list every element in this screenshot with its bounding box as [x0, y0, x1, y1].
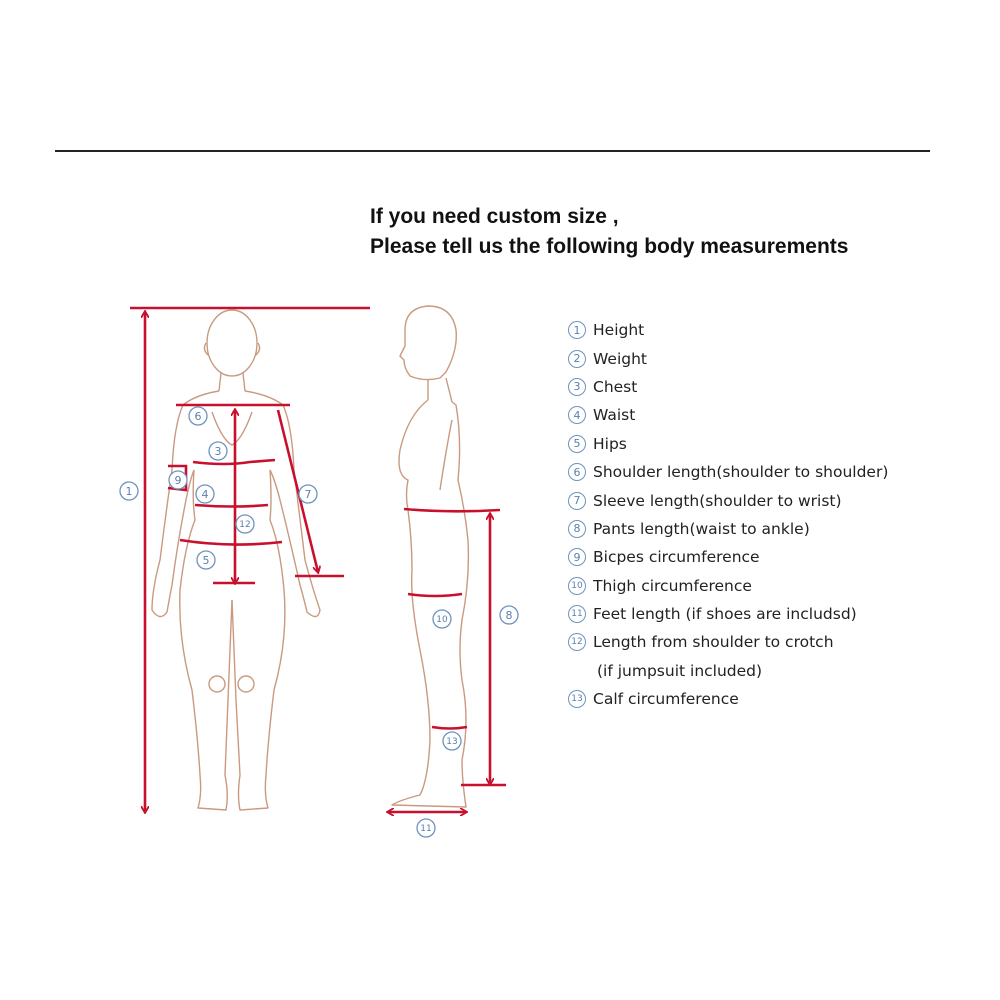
legend-item: 1 Height — [568, 316, 888, 344]
marker-11: 11 — [416, 818, 436, 838]
legend-item-continuation: (if jumpsuit included) — [568, 657, 888, 685]
legend-number: 5 — [568, 434, 586, 453]
top-divider — [55, 150, 930, 152]
marker-10-label: 10 — [436, 615, 448, 625]
legend-label: Length from shoulder to crotch — [593, 633, 834, 652]
legend-label: Pants length(waist to ankle) — [593, 519, 810, 538]
legend-label: Feet length (if shoes are includsd) — [593, 605, 857, 624]
legend-item: 2 Weight — [568, 344, 888, 372]
side-figure — [391, 305, 470, 808]
legend-number: 2 — [568, 349, 586, 368]
marker-10: 10 — [432, 609, 452, 629]
marker-11-label: 11 — [420, 824, 431, 834]
legend-number: 8 — [568, 519, 586, 538]
legend-label: Calf circumference — [593, 690, 739, 709]
marker-1-label: 1 — [126, 485, 133, 498]
legend-label: Weight — [593, 349, 648, 368]
marker-12: 12 — [235, 514, 255, 534]
marker-8: 8 — [499, 605, 519, 625]
heading-line-2: Please tell us the following body measur… — [370, 235, 849, 258]
marker-1: 1 — [119, 481, 139, 501]
legend-label: Hips — [593, 434, 627, 453]
legend-number: 11 — [568, 605, 586, 624]
legend-item: 12 Length from shoulder to crotch — [568, 628, 888, 656]
marker-13-label: 13 — [446, 737, 457, 747]
legend-number: 7 — [568, 491, 586, 510]
marker-9-label: 9 — [175, 474, 182, 487]
marker-5-label: 5 — [203, 554, 210, 567]
legend-item: 5 Hips — [568, 430, 888, 458]
heading-line-1: If you need custom size , — [370, 205, 619, 228]
legend-item: 8 Pants length(waist to ankle) — [568, 515, 888, 543]
legend-item: 10 Thigh circumference — [568, 572, 888, 600]
marker-12-label: 12 — [239, 520, 250, 530]
marker-13: 13 — [442, 731, 462, 751]
legend-item: 6 Shoulder length(shoulder to shoulder) — [568, 458, 888, 486]
marker-4: 4 — [195, 484, 215, 504]
marker-7-label: 7 — [305, 488, 312, 501]
legend-label: Chest — [593, 377, 638, 396]
measurement-legend: 1 Height 2 Weight 3 Chest 4 Waist 5 Hips… — [568, 316, 888, 713]
marker-6: 6 — [188, 406, 208, 426]
legend-number: 10 — [568, 576, 586, 595]
legend-label: Shoulder length(shoulder to shoulder) — [593, 463, 889, 482]
legend-item: 3 Chest — [568, 373, 888, 401]
marker-3: 3 — [208, 441, 228, 461]
legend-number: 6 — [568, 463, 586, 482]
marker-4-label: 4 — [202, 488, 209, 501]
marker-8-label: 8 — [506, 609, 513, 622]
legend-item: 7 Sleeve length(shoulder to wrist) — [568, 486, 888, 514]
legend-item: 4 Waist — [568, 401, 888, 429]
legend-label: Sleeve length(shoulder to wrist) — [593, 491, 842, 510]
heading: If you need custom size , Please tell us… — [370, 202, 848, 262]
marker-5: 5 — [196, 550, 216, 570]
legend-label: Bicpes circumference — [593, 548, 760, 567]
marker-6-label: 6 — [195, 410, 202, 423]
legend-label: (if jumpsuit included) — [597, 661, 763, 680]
legend-number: 12 — [568, 633, 586, 652]
legend-number: 1 — [568, 321, 586, 340]
marker-9: 9 — [168, 470, 188, 490]
legend-item: 9 Bicpes circumference — [568, 543, 888, 571]
legend-number: 13 — [568, 690, 586, 709]
legend-number: 4 — [568, 406, 586, 425]
legend-item: 13 Calf circumference — [568, 685, 888, 713]
legend-label: Height — [593, 321, 645, 340]
marker-7: 7 — [298, 484, 318, 504]
legend-label: Waist — [593, 406, 636, 425]
legend-number: 3 — [568, 377, 586, 396]
legend-number: 9 — [568, 548, 586, 567]
marker-3-label: 3 — [215, 445, 222, 458]
legend-item: 11 Feet length (if shoes are includsd) — [568, 600, 888, 628]
legend-label: Thigh circumference — [593, 576, 752, 595]
